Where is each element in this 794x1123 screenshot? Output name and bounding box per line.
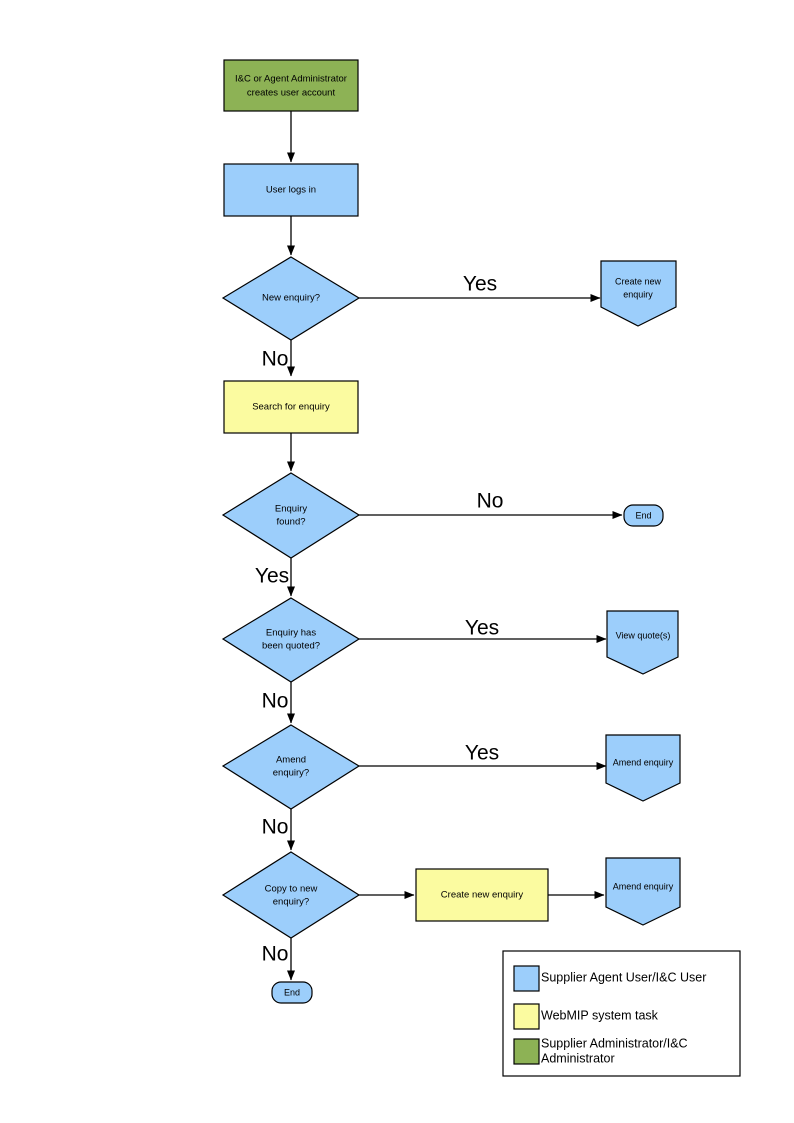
create-new-enquiry-task-shape — [415, 868, 549, 922]
new-enquiry-decision-label: New enquiry? — [262, 293, 320, 304]
create-new-enquiry-manual-shape — [600, 260, 677, 327]
copy-to-new-decision-label-line1: Copy to new — [265, 884, 318, 895]
edge-label-amend-enquiry-no: No — [262, 816, 289, 839]
node-copy-to-new-decision[interactable]: Copy to new enquiry? — [221, 851, 361, 939]
view-quotes-shape — [606, 610, 679, 675]
node-search-for-enquiry[interactable]: Search for enquiry — [223, 380, 359, 434]
amend-enquiry-manual-2-label: Amend enquiry — [613, 881, 674, 891]
user-logs-in-shape — [223, 163, 359, 217]
admin-creates-label-line1: I&C or Agent Administrator — [235, 74, 347, 85]
node-end-bottom[interactable]: End — [271, 981, 313, 1004]
legend-swatch-supplier-agent-user — [513, 965, 540, 992]
legend-label-supplier-agent-user: Supplier Agent User/I&C User — [541, 970, 706, 984]
edge-label-enquiry-quoted-no: No — [262, 690, 289, 713]
edge-label-enquiry-found-no: No — [477, 490, 504, 513]
edge-label-enquiry-quoted-yes: Yes — [465, 617, 499, 640]
enquiry-found-decision-label-line2: found? — [276, 517, 305, 528]
enquiry-quoted-decision-shape — [221, 597, 361, 683]
edge-label-new-enquiry-yes: Yes — [463, 273, 497, 296]
edge-label-new-enquiry-no: No — [262, 348, 289, 371]
edges — [287, 111, 623, 981]
amend-enquiry-manual-1-shape — [605, 734, 681, 802]
amend-enquiry-manual-1-label: Amend enquiry — [613, 757, 674, 767]
enquiry-quoted-decision-label-line1: Enquiry has — [266, 628, 316, 639]
legend-swatch-supplier-administrator — [513, 1038, 540, 1065]
copy-to-new-decision-label-line2: enquiry? — [273, 897, 309, 908]
node-enquiry-quoted-decision[interactable]: Enquiry has been quoted? — [221, 597, 361, 683]
search-for-enquiry-label: Search for enquiry — [252, 402, 330, 413]
end-top-label: End — [635, 510, 651, 520]
admin-creates-label-line2: creates user account — [247, 88, 336, 99]
amend-enquiry-decision-shape — [221, 724, 361, 810]
create-new-enquiry-manual-label-line1: Create new — [615, 276, 662, 286]
node-create-new-enquiry-manual[interactable]: Create new enquiry — [600, 260, 677, 327]
enquiry-found-decision-label-line1: Enquiry — [275, 504, 307, 515]
end-bottom-label: End — [284, 987, 300, 997]
node-new-enquiry-decision[interactable]: New enquiry? — [221, 256, 361, 341]
admin-creates-shape — [223, 59, 359, 112]
legend: Supplier Agent User/I&C User WebMIP syst… — [502, 950, 741, 1077]
legend-container — [502, 950, 741, 1077]
view-quotes-label: View quote(s) — [616, 630, 671, 640]
end-bottom-shape — [271, 981, 313, 1004]
create-new-enquiry-task-label: Create new enquiry — [441, 890, 524, 901]
node-amend-enquiry-manual-2[interactable]: Amend enquiry — [605, 857, 681, 926]
amend-enquiry-decision-label-line1: Amend — [276, 755, 306, 766]
node-amend-enquiry-decision[interactable]: Amend enquiry? — [221, 724, 361, 810]
legend-label-supplier-administrator-line1: Supplier Administrator/I&C — [541, 1036, 688, 1050]
amend-enquiry-decision-label-line2: enquiry? — [273, 768, 309, 779]
node-view-quotes[interactable]: View quote(s) — [606, 610, 679, 675]
legend-swatch-webmip-system-task — [513, 1003, 540, 1030]
legend-label-supplier-administrator-line2: Administrator — [541, 1051, 615, 1065]
enquiry-found-decision-shape — [221, 472, 361, 559]
node-end-top[interactable]: End — [623, 504, 664, 527]
node-admin-creates-user-account[interactable]: I&C or Agent Administrator creates user … — [223, 59, 359, 112]
node-amend-enquiry-manual-1[interactable]: Amend enquiry — [605, 734, 681, 802]
create-new-enquiry-manual-label-line2: enquiry — [623, 289, 653, 299]
legend-label-webmip-system-task: WebMIP system task — [541, 1008, 659, 1022]
edge-label-amend-enquiry-yes: Yes — [465, 742, 499, 765]
amend-enquiry-manual-2-shape — [605, 857, 681, 926]
edge-label-enquiry-found-yes: Yes — [255, 565, 289, 588]
edge-labels: Yes No No Yes Yes No Yes No No — [255, 273, 504, 966]
edge-label-copy-to-new-no: No — [262, 943, 289, 966]
node-user-logs-in[interactable]: User logs in — [223, 163, 359, 217]
search-for-enquiry-shape — [223, 380, 359, 434]
copy-to-new-decision-shape — [221, 851, 361, 939]
node-create-new-enquiry-task[interactable]: Create new enquiry — [415, 868, 549, 922]
new-enquiry-decision-shape — [221, 256, 361, 341]
node-enquiry-found-decision[interactable]: Enquiry found? — [221, 472, 361, 559]
user-logs-in-label: User logs in — [266, 185, 316, 196]
end-top-shape — [623, 504, 664, 527]
enquiry-quoted-decision-label-line2: been quoted? — [262, 641, 320, 652]
